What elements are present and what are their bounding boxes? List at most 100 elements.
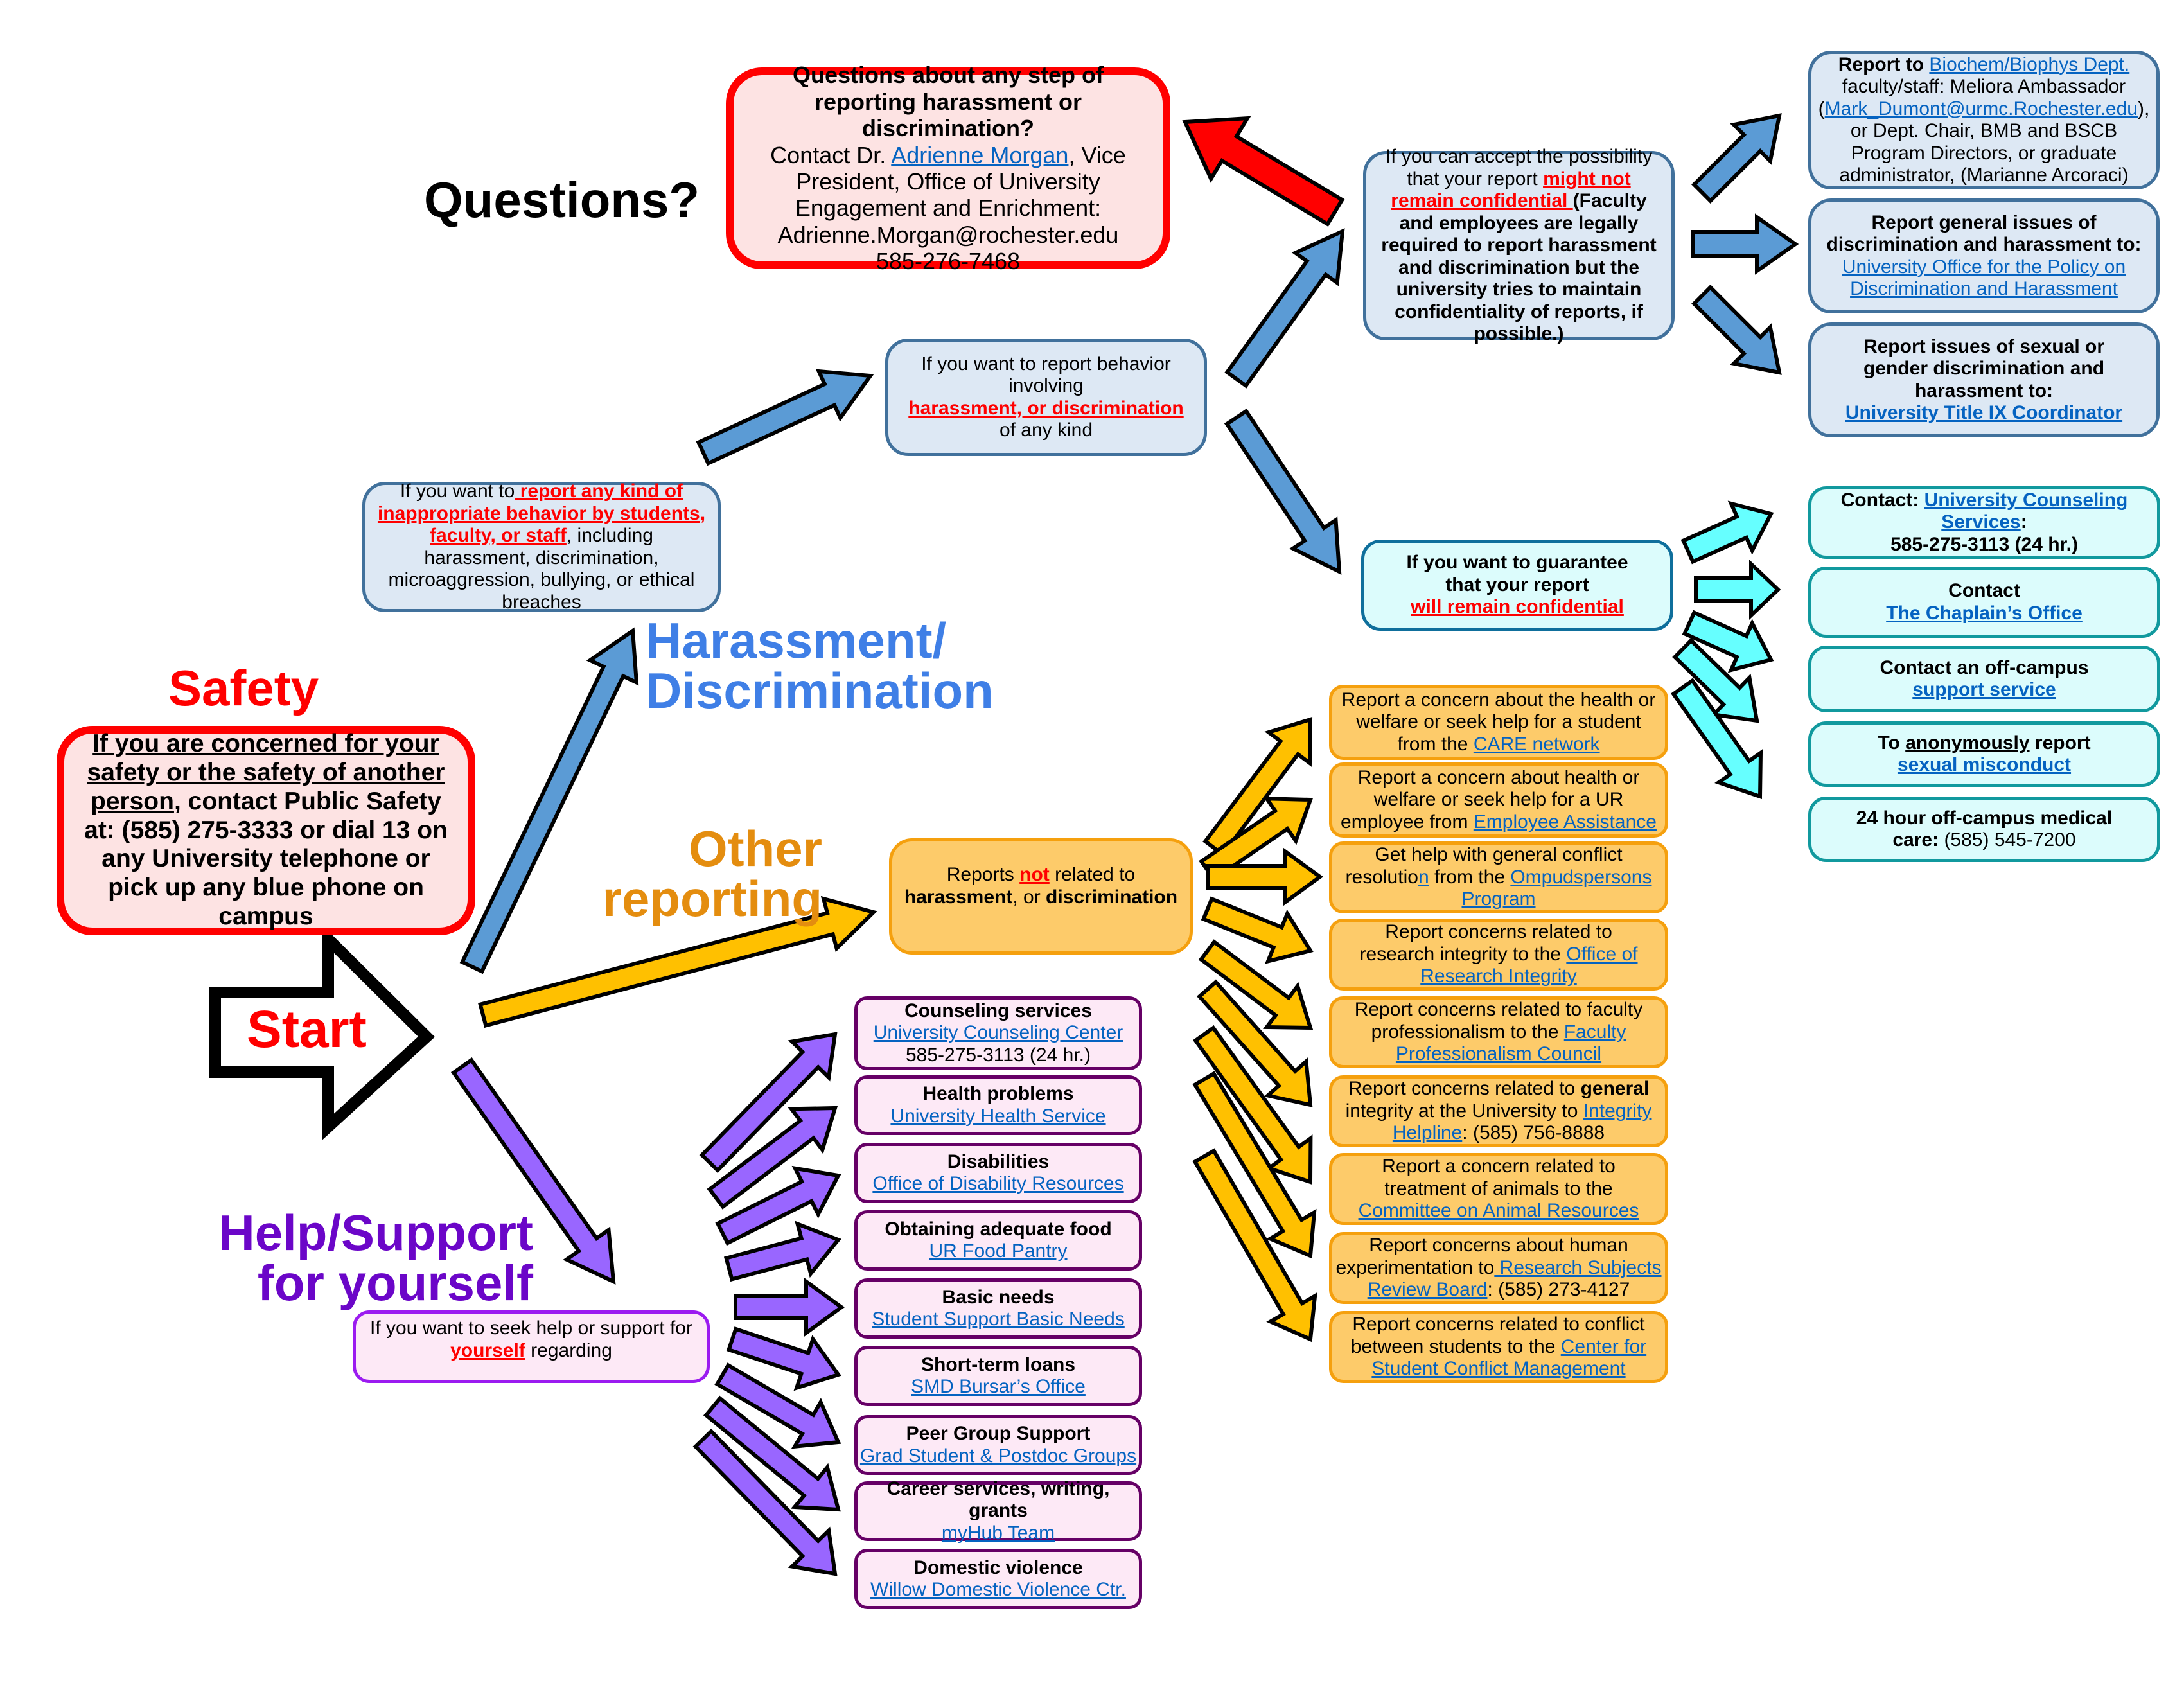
other-item-faculty-professionalism: Report concerns related to faculty profe… [1329, 996, 1668, 1068]
help-title-line2: for yourself [257, 1255, 533, 1311]
anon-post: report [2029, 732, 2091, 753]
arrow-to-medical [1671, 678, 1763, 800]
university-health-service-link[interactable]: University Health Service [890, 1105, 1106, 1127]
title-ix-coordinator-link[interactable]: University Title IX Coordinator [1845, 402, 2123, 423]
integrity-helpline-link[interactable]: Integrity Helpline [1392, 1100, 1652, 1144]
arrow-to-biochem [1691, 113, 1782, 204]
involving-prefix: If you want to report behavior involving [921, 353, 1171, 397]
research-integrity-link[interactable]: Office of Research Integrity [1420, 943, 1638, 987]
policy-text: Report general issues of discrimination … [1824, 212, 2144, 301]
smd-bursar-link[interactable]: SMD Bursar’s Office [911, 1376, 1086, 1397]
research-subjects-review-board-link[interactable]: Research Subjects Review Board [1367, 1256, 1662, 1301]
not-line1: Reports not related to [947, 864, 1135, 886]
guarantee-highlight: will remain confidential [1411, 596, 1624, 618]
entry-suffix: , including harassment, discrimination, … [388, 525, 695, 613]
safety-title: Safety [168, 660, 319, 716]
arrow-to-rsrb [1192, 1071, 1317, 1259]
university-counseling-services-link[interactable]: University Counseling Services [1924, 489, 2128, 533]
university-counseling-center-link[interactable]: University Counseling Center [873, 1022, 1123, 1044]
confidential-target-medical: 24 hour off-campus medical care: (585) 5… [1808, 797, 2160, 862]
help-item-peer-group: Peer Group Support Grad Student & Postdo… [854, 1415, 1142, 1475]
policy-office-link[interactable]: University Office for the Policy on Disc… [1842, 256, 2126, 300]
arrow-to-title-ix [1691, 285, 1782, 375]
myhub-team-link[interactable]: myHub Team [941, 1522, 1055, 1544]
questions-title: Questions? [424, 172, 700, 228]
arrow-to-peer-group [714, 1362, 841, 1449]
basic-needs-link[interactable]: Student Support Basic Needs [872, 1309, 1125, 1330]
not-highlight: not [1019, 864, 1050, 885]
report-any-behavior-box: If you want to report any kind of inappr… [362, 480, 721, 613]
care-network-link[interactable]: CARE network [1473, 733, 1600, 755]
help-item-basic-needs: Basic needs Student Support Basic Needs [854, 1278, 1142, 1339]
not-pre: Reports [946, 864, 1020, 885]
safety-underlined: If you are concerned for your safety or … [87, 730, 445, 815]
arrow-to-animal [1193, 1025, 1313, 1185]
questions-arrow [1182, 116, 1345, 227]
anon-line: To anonymously report [1878, 732, 2090, 755]
ombuds-text: Get help with general conflict resolutio… [1345, 844, 1652, 911]
medical-text: 24 hour off-campus medical care: (585) 5… [1831, 807, 2138, 852]
report-target-policy-office: Report general issues of discrimination … [1808, 198, 2160, 313]
safety-box: If you are concerned for your safety or … [57, 726, 475, 935]
chaplains-office-link[interactable]: The Chaplain’s Office [1886, 602, 2083, 624]
other-item-integrity-helpline: Report concerns related to general integ… [1329, 1075, 1668, 1147]
other-title-line1: Other [688, 820, 822, 877]
seek-line2: yourself regarding [450, 1340, 612, 1362]
not-confidential-text: If you can accept the possibility that y… [1375, 146, 1662, 346]
confidential-target-anonymous: To anonymously report sexual misconduct [1808, 721, 2160, 787]
anon-underlined: anonymously [1905, 732, 2030, 753]
mark-dumont-email-link[interactable]: Mark_Dumont@urmc.Rochester.edu [1824, 98, 2138, 119]
contact-suffix: , Vice President, Office of University E… [795, 141, 1126, 222]
employee-assistance-link[interactable]: Employee Assistance [1473, 811, 1657, 833]
report-any-behavior-text: If you want to report any kind of inappr… [377, 480, 706, 613]
adrienne-morgan-link[interactable]: Adrienne Morgan [891, 141, 1069, 168]
harassment-title-line2: Discrimination [646, 662, 994, 719]
ombuds-n-link[interactable]: n [1418, 866, 1429, 888]
help-item-career: Career services, writing, grants myHub T… [854, 1478, 1142, 1544]
other-title-line2: reporting [602, 870, 822, 927]
help-topic: Health problems [922, 1083, 1074, 1104]
help-item-health: Health problems University Health Servic… [854, 1075, 1142, 1135]
sexual-misconduct-link[interactable]: sexual misconduct [1897, 754, 2072, 775]
faculty-professionalism-council-link[interactable]: Faculty Professionalism Council [1395, 1021, 1626, 1065]
ompudspersons-program-link[interactable]: Ompudspersons Program [1461, 866, 1652, 910]
helpline-text2: integrity at the University to [1345, 1100, 1583, 1122]
committee-animal-resources-link[interactable]: Committee on Animal Resources [1358, 1200, 1639, 1222]
disability-resources-link[interactable]: Office of Disability Resources [872, 1173, 1124, 1194]
nc-highlight: might not remain confidential [1391, 168, 1631, 212]
safety-rest: , contact Public Safety at: (585) 275-33… [84, 787, 448, 931]
care-pre: Report a concern about the health or wel… [1341, 689, 1656, 755]
arrow-to-anonymous [1672, 637, 1759, 723]
ur-food-pantry-link[interactable]: UR Food Pantry [929, 1240, 1068, 1262]
arrow-to-help-support [450, 1057, 616, 1285]
help-topic: Short-term loans [920, 1353, 1076, 1375]
grad-postdoc-groups-link[interactable]: Grad Student & Postdoc Groups [859, 1445, 1137, 1467]
nc-prefix: If you can accept the possibility that y… [1385, 146, 1653, 189]
arrow-to-care [1202, 716, 1313, 858]
biochem-dept-link[interactable]: Biochem/Biophys Dept. [1929, 53, 2130, 75]
rsrb-pre: Report concerns about human experimentat… [1335, 1235, 1628, 1278]
biochem-bold: Report to [1838, 53, 1930, 75]
arrow-to-domestic-violence [692, 1428, 838, 1576]
student-conflict-management-link[interactable]: Center for Student Conflict Management [1371, 1335, 1647, 1380]
arrow-to-helpline [1197, 979, 1313, 1107]
rsrb-phone: : (585) 273-4127 [1487, 1279, 1630, 1301]
anon-pre: To [1878, 732, 1906, 753]
arrow-to-food [723, 1220, 841, 1282]
help-item-loans: Short-term loans SMD Bursar’s Office [854, 1346, 1142, 1406]
seek-highlight: yourself [450, 1339, 525, 1361]
questions-heading: Questions about any step of reporting ha… [792, 62, 1104, 142]
not-sep: , or [1012, 886, 1046, 908]
not-bold1: harassment [904, 886, 1013, 908]
helpline-bold: general [1580, 1078, 1650, 1100]
contact-email: Adrienne.Morgan@rochester.edu [777, 221, 1119, 248]
fpc-pre: Report concerns related to faculty profe… [1354, 999, 1643, 1043]
contact-prefix: Contact Dr. [770, 141, 892, 168]
support-service-link[interactable]: support service [1912, 679, 2056, 700]
ucs-after: : [2020, 511, 2027, 533]
arrow-to-fpc [1198, 939, 1314, 1030]
cscm-text: Report concerns related to conflict betw… [1339, 1314, 1659, 1380]
cscm-pre: Report concerns related to conflict betw… [1350, 1314, 1645, 1357]
other-item-employee-assistance: Report a concern about health or welfare… [1329, 762, 1668, 838]
willow-center-link[interactable]: Willow Domestic Violence Ctr. [870, 1579, 1126, 1600]
